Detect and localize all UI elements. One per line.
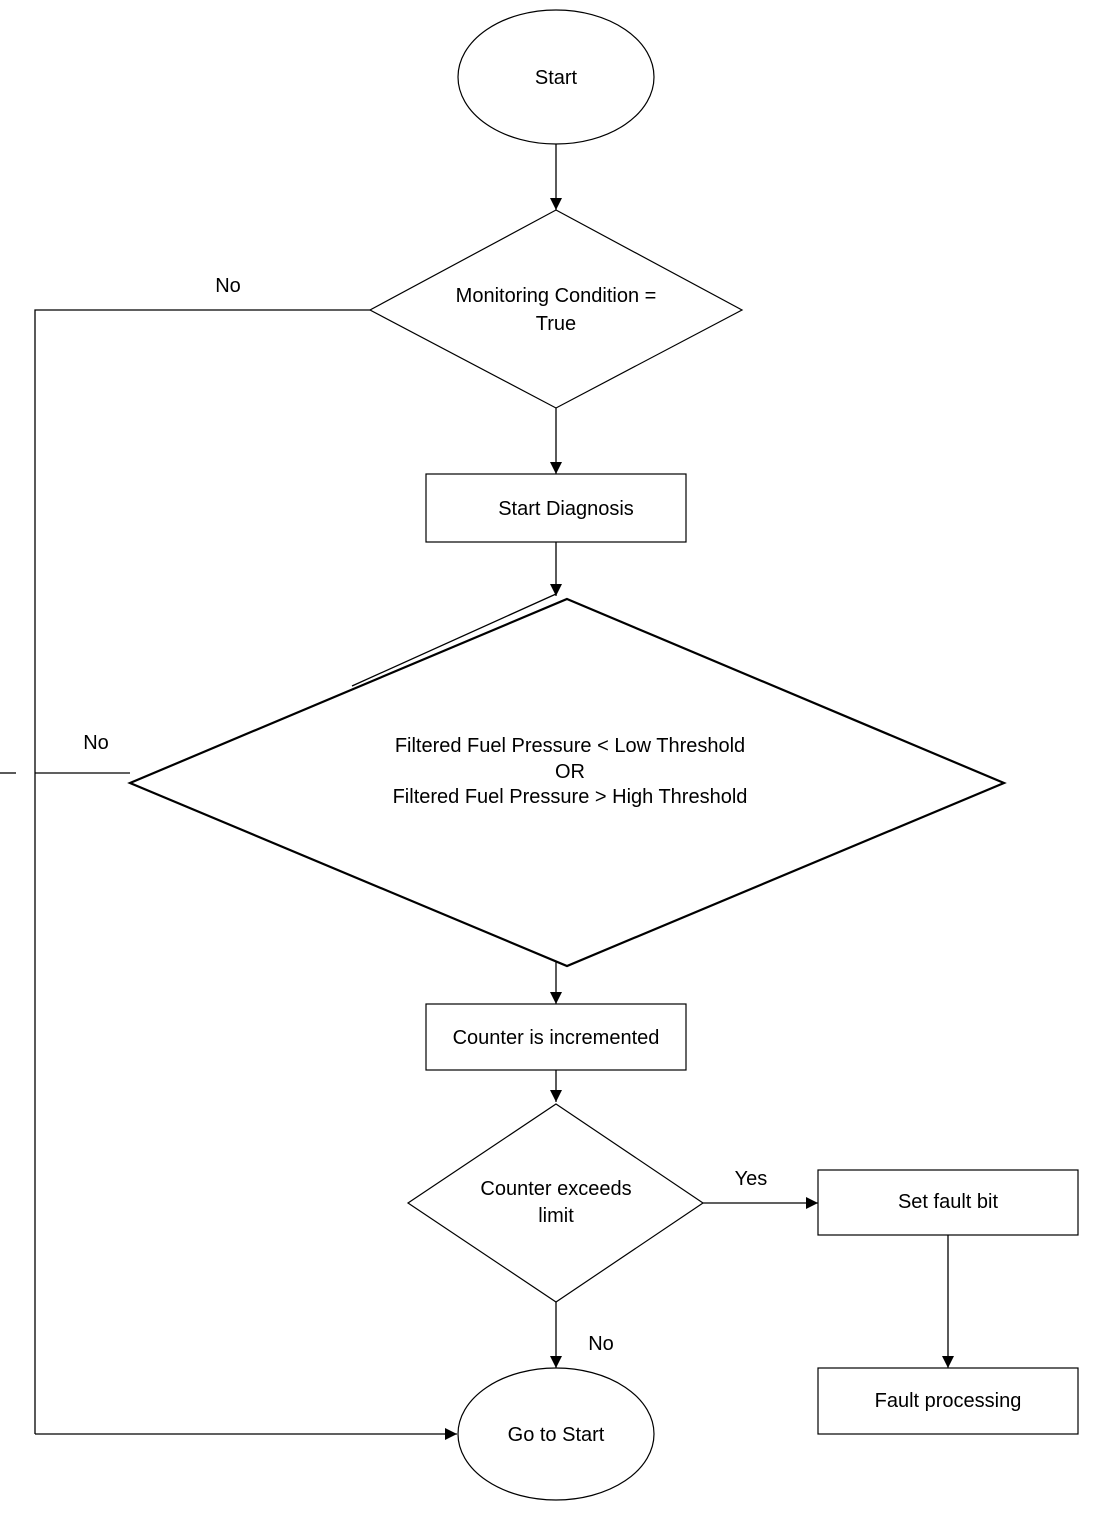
edge-label-no-pressure: No xyxy=(83,732,109,754)
fault-processing-label: Fault processing xyxy=(875,1390,1022,1412)
start-diagnosis-box xyxy=(425,473,687,543)
go-to-start-node xyxy=(457,1367,655,1501)
pressure-label-line2: OR xyxy=(555,761,585,783)
edge-label-no-counter: No xyxy=(588,1333,614,1355)
pressure-label-line3: Filtered Fuel Pressure > High Threshold xyxy=(393,786,748,808)
counter-incremented-box xyxy=(425,1003,687,1071)
no-loop-monitoring xyxy=(34,309,370,1434)
start-label: Start xyxy=(535,67,578,89)
monitoring-label-line1: Monitoring Condition = xyxy=(456,285,657,307)
start-node xyxy=(457,9,655,145)
counter-incremented-label: Counter is incremented xyxy=(453,1027,660,1049)
counter-exceeds-label-line1: Counter exceeds xyxy=(480,1178,631,1200)
go-to-start-label: Go to Start xyxy=(508,1424,605,1446)
monitoring-label-line2: True xyxy=(536,313,576,335)
counter-exceeds-decision xyxy=(406,1103,705,1303)
edge-label-yes-counter: Yes xyxy=(735,1168,768,1190)
monitoring-condition-decision xyxy=(368,209,744,409)
start-diagnosis-label: Start Diagnosis xyxy=(498,498,634,520)
counter-exceeds-label-line2: limit xyxy=(538,1205,574,1227)
set-fault-bit-label: Set fault bit xyxy=(898,1191,999,1213)
fuel-pressure-decision xyxy=(127,597,1007,968)
fault-processing-box xyxy=(817,1367,1079,1435)
pressure-label-line1: Filtered Fuel Pressure < Low Threshold xyxy=(395,735,745,757)
set-fault-bit-box xyxy=(817,1169,1079,1236)
pressure-decision-offset-edge xyxy=(351,593,557,687)
edge-label-no-monitoring: No xyxy=(215,275,241,297)
